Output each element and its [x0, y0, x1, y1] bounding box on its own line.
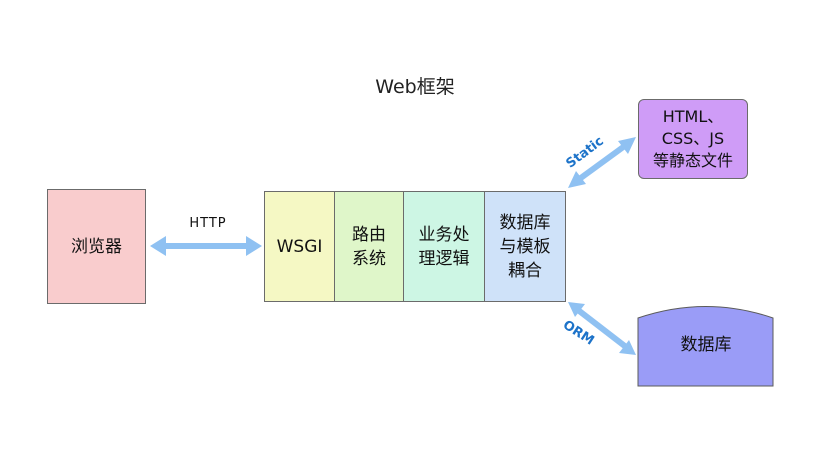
routing-system-box: 路由 系统	[334, 191, 404, 302]
database-shape	[637, 306, 774, 387]
orm-arrow	[568, 302, 636, 355]
http-label: HTTP	[189, 216, 227, 231]
database-label: 数据库	[680, 335, 732, 355]
http-arrow	[150, 236, 262, 256]
diagram-title: Web框架	[375, 76, 455, 98]
static-files-box: HTML、 CSS、JS 等静态文件	[638, 99, 748, 179]
business-logic-box: 业务处 理逻辑	[403, 191, 485, 302]
static-arrow	[568, 137, 636, 188]
db-template-coupling-box: 数据库 与模板 耦合	[484, 191, 566, 302]
browser-box: 浏览器	[47, 189, 146, 304]
